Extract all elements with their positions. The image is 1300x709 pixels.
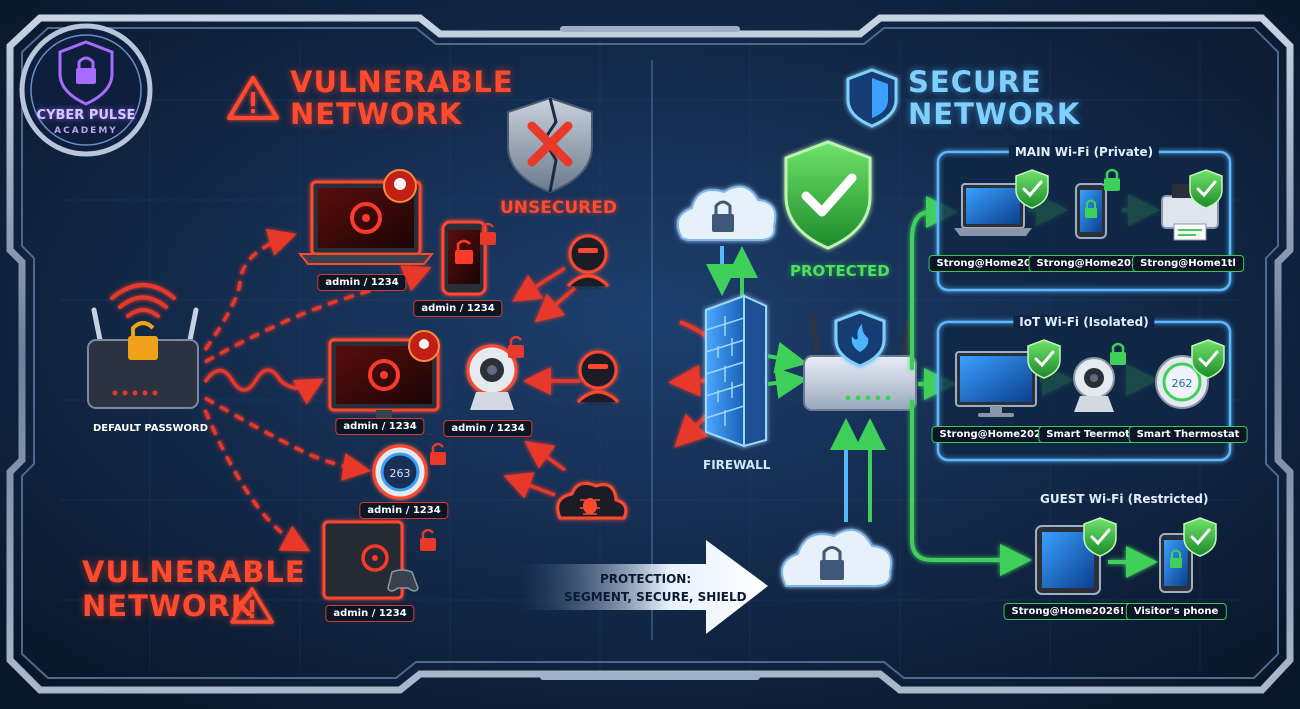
- vulnerable-router: [87, 283, 199, 409]
- guest-phone: [1159, 533, 1193, 593]
- protection-label-line2: SEGMENT, SECURE, SHIELD: [564, 590, 747, 604]
- vulnerable-laptop: [297, 169, 435, 265]
- zone-guest-title: GUEST Wi-Fi (Restricted): [1040, 492, 1209, 506]
- cloud-firewall-links: [706, 246, 886, 522]
- laptop-credential-label: admin / 1234: [317, 274, 407, 291]
- secure-title-line2: NETWORK: [908, 97, 1081, 131]
- secure-title-line1: SECURE: [908, 65, 1042, 99]
- phone-credential-label: admin / 1234: [413, 300, 503, 317]
- check-shield-icon: [1083, 517, 1117, 557]
- vulnerable-thermostat: [372, 442, 446, 500]
- vulnerable-console: [322, 520, 436, 600]
- zone-main-title: MAIN Wi-Fi (Private): [1008, 145, 1160, 159]
- attack-arrows: [503, 266, 580, 499]
- main-phone: [1075, 183, 1107, 239]
- secure-shield-icon: [846, 68, 898, 128]
- vulnerable-title-line2: NETWORK: [290, 97, 463, 131]
- console-credential-label: admin / 1234: [325, 605, 415, 622]
- vulnerable-thermostat-display: 263: [390, 467, 411, 480]
- brand-subtitle: ACADEMY: [54, 126, 118, 136]
- warning-icon: [227, 76, 279, 120]
- iot-thermostat-label: Smart Thermostat: [1128, 426, 1248, 443]
- cloud-lock-icon: [676, 185, 777, 241]
- check-shield-icon: [1191, 339, 1225, 379]
- camera-credential-label: admin / 1234: [443, 420, 533, 437]
- frame: [6, 14, 1294, 694]
- broken-shield-icon: [507, 96, 593, 194]
- vulnerable-title-line1: VULNERABLE: [290, 65, 514, 99]
- router-label: DEFAULT PASSWORD: [93, 423, 209, 434]
- hacker-icon: [576, 350, 620, 404]
- unsecured-label: UNSECURED: [500, 198, 617, 218]
- vulnerable-bottom-line1: VULNERABLE: [82, 555, 306, 589]
- iot-camera: [1073, 357, 1115, 412]
- guest-phone-label: Visitor's phone: [1125, 603, 1227, 620]
- iot-monitor: [955, 351, 1037, 417]
- firewall-router-links: [767, 341, 808, 399]
- secure-router: [803, 310, 917, 411]
- brand-name: CYBER PULSE: [36, 108, 136, 123]
- monitor-credential-label: admin / 1234: [335, 418, 425, 435]
- warning-icon: [230, 587, 274, 624]
- main-printer-password: Strong@Home1tl: [1132, 255, 1244, 272]
- main-laptop-password: Strong@Home2026!: [928, 255, 1058, 272]
- guest-tablet: [1035, 525, 1101, 595]
- cloud-lock-icon: [781, 528, 893, 587]
- guest-tablet-password: Strong@Home2026!: [1003, 603, 1133, 620]
- firewall-icon: [705, 294, 767, 448]
- check-shield-icon: [1015, 169, 1049, 209]
- vulnerable-bottom-line2: NETWORK: [82, 589, 255, 623]
- main-lock-icon: [1104, 168, 1120, 191]
- iot-thermostat-display: 262: [1172, 377, 1193, 390]
- main-laptop: [954, 183, 1032, 236]
- vulnerable-phone: [441, 220, 496, 296]
- firewall-label: FIREWALL: [703, 458, 771, 472]
- check-shield-icon: [1027, 339, 1061, 379]
- iot-lock-icon: [1110, 342, 1126, 365]
- vulnerable-monitor: [328, 330, 440, 423]
- check-shield-icon: [1183, 517, 1217, 557]
- protection-label-line1: PROTECTION:: [600, 572, 692, 586]
- check-shield-icon: [1189, 169, 1223, 209]
- protected-shield-icon: [784, 140, 872, 250]
- thermostat-credential-label: admin / 1234: [359, 502, 449, 519]
- brand-logo: [19, 23, 153, 157]
- vulnerable-camera: [466, 335, 524, 410]
- protected-label: PROTECTED: [790, 262, 890, 280]
- iot-monitor-password: Strong@Home2026!: [931, 426, 1061, 443]
- hacker-icon: [566, 234, 610, 288]
- malware-cloud-icon: [556, 481, 628, 520]
- zone-iot-title: IoT Wi-Fi (Isolated): [1013, 315, 1155, 329]
- protection-arrow: [520, 540, 768, 634]
